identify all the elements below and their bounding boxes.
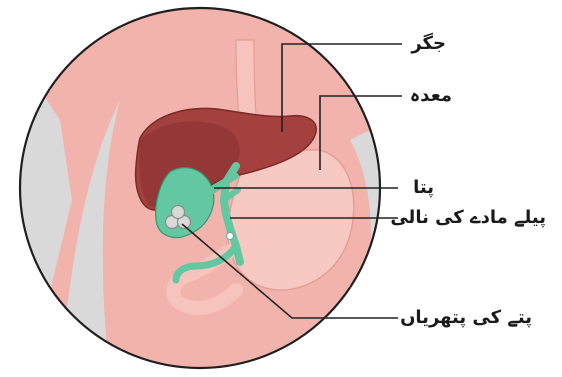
gallstone xyxy=(172,206,185,219)
label-stomach: معدہ xyxy=(410,85,452,107)
label-bile-duct: پیلے مادے کی نالی xyxy=(390,207,546,229)
label-gallbladder: پتا xyxy=(413,177,434,199)
label-gallstones: پتے کی پتھریاں xyxy=(400,307,532,329)
label-liver: جگر xyxy=(411,33,446,55)
duct-stone xyxy=(227,233,234,240)
